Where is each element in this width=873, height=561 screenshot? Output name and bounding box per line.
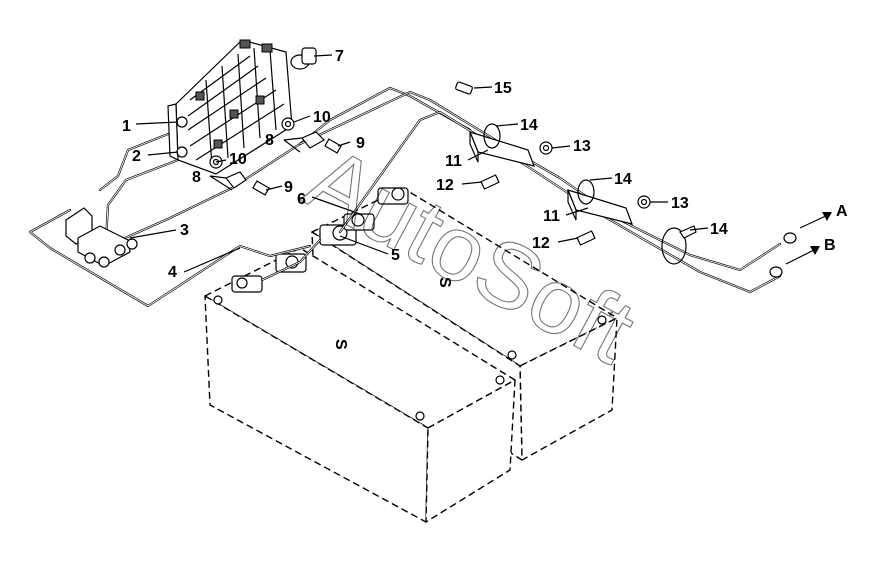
callout-9-left: 9 <box>284 179 293 196</box>
callout-7: 7 <box>335 48 344 65</box>
fuse-relay-box <box>167 39 293 175</box>
fasteners-left <box>209 117 342 196</box>
sleeve-part-15 <box>455 81 473 95</box>
callout-6: 6 <box>297 191 306 208</box>
cables <box>28 86 782 308</box>
battery-mark-left: S <box>332 339 349 350</box>
battery-mark-right: S <box>436 277 453 288</box>
connection-label-b: B <box>824 237 836 254</box>
callout-2: 2 <box>132 148 141 165</box>
brackets <box>468 123 697 265</box>
arrow-b <box>785 246 820 265</box>
cap-part-7 <box>290 47 317 70</box>
callout-1: 1 <box>122 118 131 135</box>
callout-12-lower: 12 <box>532 235 550 252</box>
callout-14-middle: 14 <box>614 171 632 188</box>
callout-15: 15 <box>494 80 512 97</box>
callout-13-lower: 13 <box>671 195 689 212</box>
callout-14-top: 14 <box>520 117 538 134</box>
callout-5: 5 <box>391 247 400 264</box>
callout-labels: 1 2 3 4 5 6 7 8 8 9 9 10 10 11 11 12 12 … <box>122 48 848 281</box>
battery-terminals <box>231 187 409 293</box>
connection-label-a: A <box>836 203 848 220</box>
leader-lines <box>129 54 709 273</box>
callout-9-right: 9 <box>356 135 365 152</box>
ring-terminals <box>769 232 797 278</box>
callout-8-left: 8 <box>192 169 201 186</box>
callout-11-upper: 11 <box>445 153 462 170</box>
callout-3: 3 <box>180 222 189 239</box>
callout-8-right: 8 <box>265 132 274 149</box>
callout-14-right: 14 <box>710 221 728 238</box>
battery-left <box>204 247 516 523</box>
battery-main-switch <box>65 207 138 268</box>
callout-4: 4 <box>168 264 177 281</box>
callout-11-lower: 11 <box>543 208 560 225</box>
callout-10-left: 10 <box>229 151 247 168</box>
callout-10-right: 10 <box>313 109 331 126</box>
arrow-a <box>799 212 832 229</box>
callout-13-upper: 13 <box>573 138 591 155</box>
callout-12-upper: 12 <box>436 177 454 194</box>
